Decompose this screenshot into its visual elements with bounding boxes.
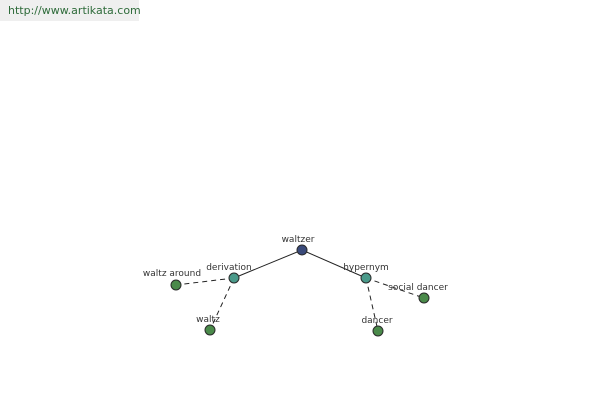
edge-derivation-waltz-around	[175, 277, 235, 286]
node-waltz[interactable]	[204, 324, 216, 336]
node-hypernym[interactable]	[360, 272, 372, 284]
node-social-dancer[interactable]	[418, 292, 430, 304]
edge-hypernym-dancer	[365, 277, 379, 332]
edge-hypernym-social-dancer	[365, 277, 425, 299]
site-url-link[interactable]: http://www.artikata.com	[0, 0, 141, 21]
label-dancer: dancer	[361, 316, 392, 326]
label-waltz: waltz	[196, 315, 220, 325]
node-waltz-around[interactable]	[170, 279, 182, 291]
label-derivation: derivation	[206, 263, 252, 273]
label-social-dancer: social dancer	[388, 283, 448, 293]
label-waltz-around: waltz around	[143, 269, 201, 279]
label-root: waltzer	[282, 235, 315, 245]
edge-root-derivation	[233, 249, 303, 279]
node-dancer[interactable]	[372, 325, 384, 337]
node-derivation[interactable]	[228, 272, 240, 284]
edge-root-hypernym	[301, 249, 367, 279]
edge-derivation-waltz	[209, 277, 235, 331]
label-hypernym: hypernym	[343, 263, 389, 273]
node-root[interactable]	[296, 244, 308, 256]
